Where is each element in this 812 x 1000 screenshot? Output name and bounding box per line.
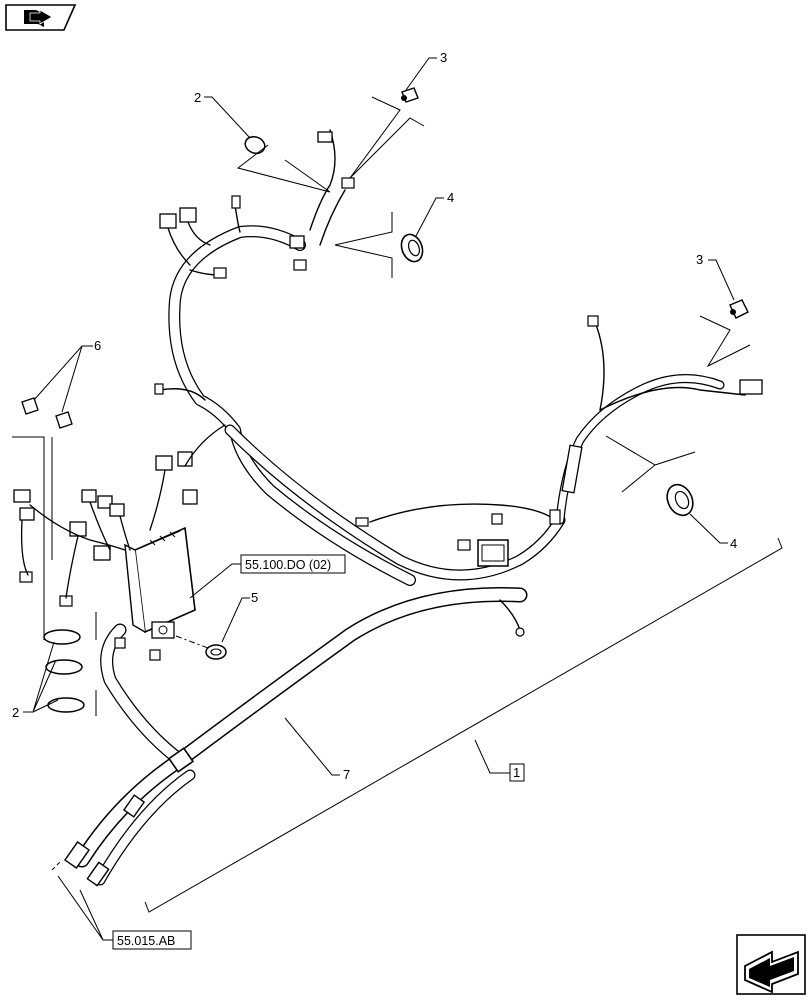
control-module bbox=[124, 526, 196, 639]
reference-55-015[interactable]: 55.015.AB bbox=[112, 930, 192, 950]
callout-6: 6 bbox=[94, 338, 101, 353]
left-connector-cluster bbox=[13, 424, 226, 661]
book-arrow-icon[interactable] bbox=[5, 4, 77, 31]
clip-6 bbox=[21, 397, 73, 429]
callout-4-top: 4 bbox=[447, 190, 454, 205]
callout-4-right: 4 bbox=[730, 536, 737, 551]
reference-55-015-label: 55.015.AB bbox=[117, 934, 175, 948]
leader-lines bbox=[23, 57, 735, 941]
callout-3-right: 3 bbox=[696, 252, 703, 267]
grommet-right bbox=[666, 483, 694, 517]
top-connector-cluster bbox=[154, 131, 355, 395]
callout-labels: 2 3 4 3 4 5 6 2 7 1 bbox=[12, 50, 737, 782]
next-page-arrow-icon[interactable] bbox=[736, 934, 806, 995]
callout-7: 7 bbox=[343, 767, 350, 782]
clip-right bbox=[729, 299, 749, 319]
group-bracket bbox=[144, 537, 783, 913]
callout-3-top: 3 bbox=[440, 50, 447, 65]
main-harness bbox=[63, 129, 746, 887]
callout-2-left: 2 bbox=[12, 705, 19, 720]
reference-55-100-label: 55.100.DO (02) bbox=[245, 558, 331, 572]
grommet-small bbox=[205, 644, 227, 660]
right-connector-cluster bbox=[355, 315, 763, 637]
callout-2-top: 2 bbox=[194, 90, 201, 105]
grommet-top bbox=[400, 233, 424, 263]
callout-1: 1 bbox=[513, 765, 520, 780]
reference-55-100[interactable]: 55.100.DO (02) bbox=[240, 554, 346, 574]
clip-top bbox=[401, 87, 419, 103]
view-markers bbox=[12, 96, 751, 716]
callout-5: 5 bbox=[251, 590, 258, 605]
